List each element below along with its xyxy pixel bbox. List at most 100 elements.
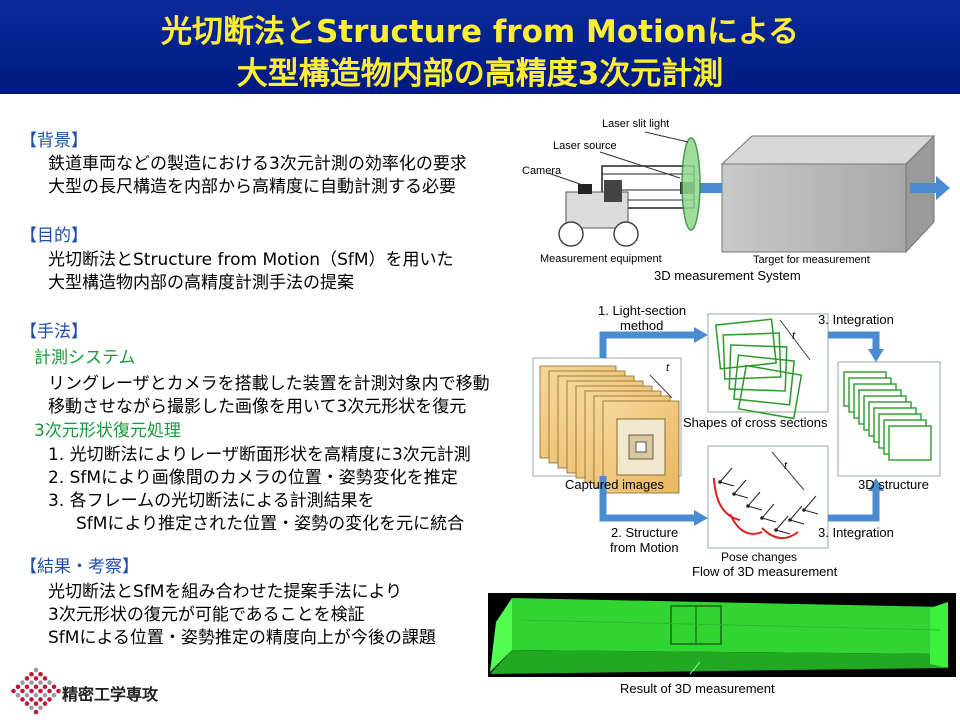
- purpose-line-1: 光切断法とStructure from Motion（SfM）を用いた: [48, 250, 454, 270]
- target-arrow-tail: [700, 183, 722, 193]
- logo-dot: [29, 680, 34, 685]
- logo-dot: [11, 688, 16, 694]
- camera-body: [604, 180, 622, 202]
- pose-curve: [713, 477, 741, 521]
- purpose-heading: 【目的】: [20, 226, 88, 246]
- pose-axis: [775, 515, 789, 531]
- logo-dot: [33, 709, 39, 715]
- logo-dot: [42, 676, 48, 681]
- arrow-integration-top: [828, 331, 880, 350]
- captured-image-stack: [539, 365, 680, 494]
- step-1: 1. 光切断法によりレーザ断面形状を高精度に3次元計測: [48, 445, 471, 465]
- background-line-1: 鉄道車両などの製造における3次元計測の効率化の要求: [48, 154, 467, 174]
- label-shapes-of-cross-sections: Shapes of cross sections: [683, 415, 828, 430]
- logo-dot: [47, 688, 52, 694]
- cross-sections-panel: [707, 313, 829, 413]
- measurement-system-figure: [547, 131, 950, 254]
- logo-dot: [47, 680, 52, 685]
- department-logo-mark: [11, 667, 61, 715]
- logo-dot: [42, 692, 48, 698]
- pose-point: [760, 516, 764, 520]
- camera-lens: [578, 184, 592, 194]
- arrow-light-section: [599, 331, 695, 358]
- cross-section-outline: [722, 332, 782, 380]
- logo-dot: [33, 684, 39, 690]
- logo-dot: [29, 688, 34, 694]
- pose-point: [746, 504, 750, 508]
- logo-dot: [33, 667, 39, 673]
- pose-axis: [733, 493, 749, 499]
- background-line-2: 大型の長尺構造を内部から高精度に自動計測する必要: [48, 177, 456, 197]
- reconstruction-subheading: 3次元形状復元処理: [34, 421, 181, 441]
- captured-image-frame: [602, 400, 680, 494]
- logo-dot: [51, 684, 57, 690]
- logo-dot: [38, 671, 43, 677]
- logo-dot: [15, 684, 21, 690]
- pose-change-vectors: [713, 467, 819, 539]
- pose-point: [788, 518, 792, 522]
- logo-dot: [20, 688, 25, 694]
- pose-axis: [803, 495, 817, 511]
- logo-dot: [29, 671, 34, 677]
- label-measurement-equipment: Measurement equipment: [540, 253, 662, 265]
- pose-axis: [719, 481, 735, 487]
- pose-axis: [719, 467, 733, 483]
- logo-dot: [33, 701, 39, 706]
- results-line-1: 光切断法とSfMを組み合わせた提案手法により: [48, 582, 403, 602]
- logo-dot: [47, 697, 52, 702]
- logo-dot: [29, 697, 34, 702]
- pose-axis: [761, 517, 777, 523]
- label-captured-images: Captured images: [565, 477, 664, 492]
- pose-axis: [775, 529, 791, 535]
- pose-point: [732, 492, 736, 496]
- logo-dot: [33, 692, 39, 698]
- logo-dot: [20, 680, 25, 685]
- results-line-2: 3次元形状の復元が可能であることを検証: [48, 605, 365, 625]
- department-logo-text: 精密工学専攻: [62, 685, 159, 704]
- title-banner: 光切断法とStructure from Motionによる 大型構造物内部の高精…: [0, 0, 960, 94]
- pose-axis: [733, 479, 747, 495]
- label-pose-changes: Pose changes: [721, 550, 798, 564]
- label-laser-slit-light: Laser slit light: [602, 118, 670, 130]
- logo-dot: [29, 705, 34, 711]
- system-line-1: リングレーザとカメラを搭載した装置を計測対象内で移動: [48, 374, 490, 394]
- logo-dot: [24, 692, 30, 698]
- pose-axis: [789, 505, 803, 521]
- system-caption: 3D measurement System: [654, 268, 801, 283]
- label-sfm-2: from Motion: [610, 540, 679, 555]
- logo-dot: [51, 692, 57, 698]
- label-laser-source: Laser source: [553, 140, 617, 152]
- pose-changes-panel: [707, 445, 829, 549]
- pose-axis: [747, 491, 761, 507]
- flow-figure: [532, 313, 941, 549]
- arrow-integration-bottom: [828, 490, 880, 522]
- logo-dot: [38, 697, 43, 702]
- t-label-pose: t: [784, 460, 788, 472]
- result-floor: [490, 650, 945, 674]
- logo-dot: [42, 701, 48, 706]
- results-line-3: SfMによる位置・姿勢推定の精度向上が今後の課題: [48, 628, 436, 648]
- label-light-section-1: 1. Light-section: [598, 303, 687, 318]
- t-label-cross-sections: t: [792, 330, 796, 342]
- 3d-structure-stack: [843, 371, 932, 461]
- cross-section-shapes: [715, 318, 803, 420]
- label-3d-structure: 3D structure: [858, 477, 929, 492]
- cross-section-outline: [733, 354, 795, 406]
- result-caption: Result of 3D measurement: [620, 681, 775, 696]
- background-heading: 【背景】: [20, 131, 88, 151]
- arrow-sfm: [599, 476, 695, 522]
- pose-point: [774, 528, 778, 532]
- logo-dot: [56, 688, 61, 694]
- t-label-captured: t: [666, 362, 670, 374]
- wheel-left: [558, 221, 584, 247]
- label-integration-bottom: 3. Integration: [818, 525, 894, 540]
- system-subheading: 計測システム: [34, 348, 136, 368]
- wheel-right: [613, 221, 639, 247]
- pose-axis: [803, 509, 819, 515]
- laser-slit-light: [681, 137, 701, 231]
- step-3: 3. 各フレームの光切断法による計測結果を: [48, 491, 375, 511]
- pose-curve: [761, 527, 799, 539]
- structure-slice: [888, 425, 932, 461]
- flow-caption: Flow of 3D measurement: [692, 564, 838, 579]
